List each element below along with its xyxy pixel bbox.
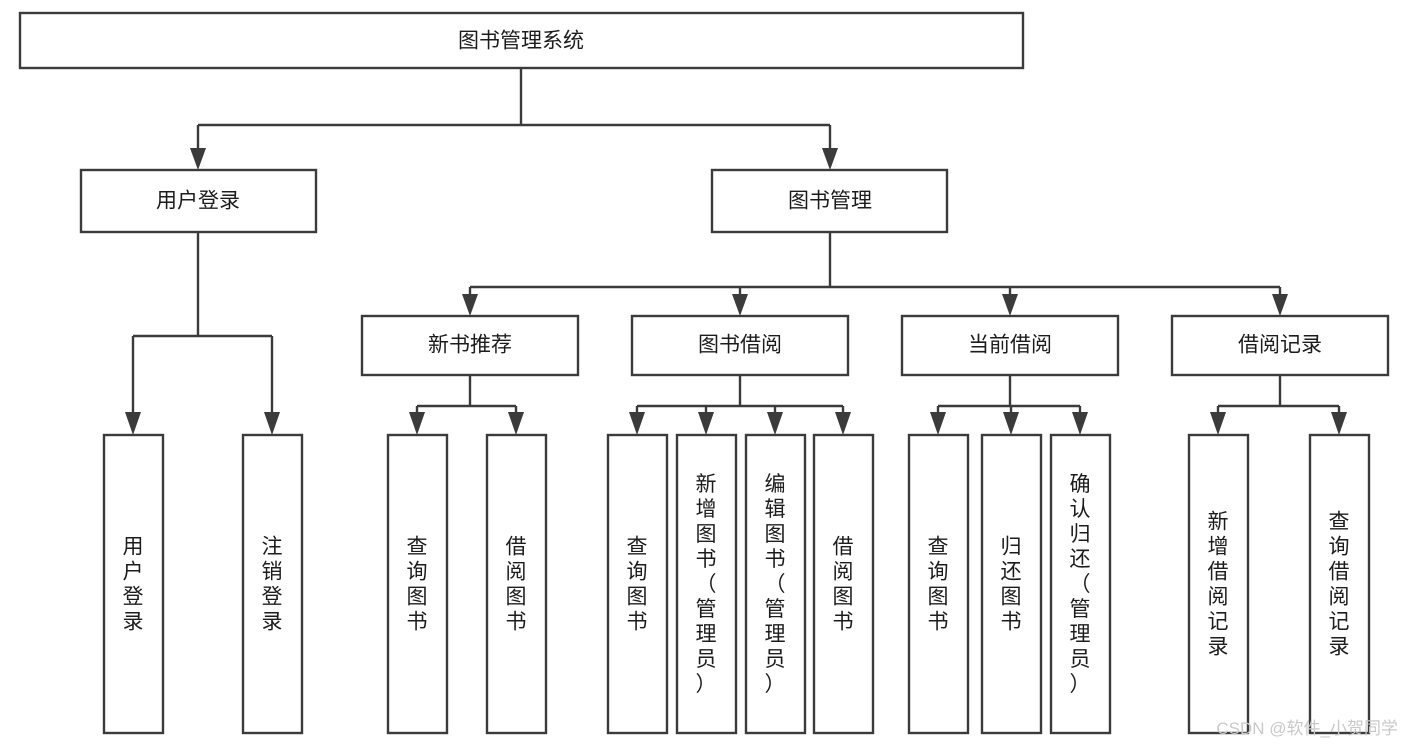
node-new-book-recommend[interactable]: 新书推荐 bbox=[360, 314, 580, 377]
leaf-label: 查询借阅记录 bbox=[1329, 511, 1350, 659]
user-login-node-label: 用户登录 bbox=[156, 190, 240, 213]
leaf-node-query-book-borrow[interactable]: 查询图书 bbox=[606, 433, 669, 735]
new-book-recommend-node-box[interactable] bbox=[360, 314, 580, 377]
leaf-node-add-borrow-record[interactable]: 新增借阅记录 bbox=[1187, 433, 1250, 735]
current-borrow-node-box[interactable] bbox=[900, 314, 1120, 377]
leaf-node-query-book-recommend[interactable]: 查询图书 bbox=[386, 433, 449, 735]
leaf-label: 编辑图书（管理员） bbox=[765, 473, 786, 696]
leaf-box[interactable] bbox=[907, 433, 970, 735]
leaf-node-return-book[interactable]: 归还图书 bbox=[980, 433, 1043, 735]
borrow-record-node-box[interactable] bbox=[1170, 314, 1390, 377]
new-book-recommend-node-label: 新书推荐 bbox=[428, 334, 512, 357]
node-borrow-record[interactable]: 借阅记录 bbox=[1170, 314, 1390, 377]
node-user-login[interactable]: 用户登录 bbox=[79, 168, 318, 234]
connector-record-to-leaves bbox=[1210, 375, 1347, 435]
root-node-box[interactable] bbox=[18, 11, 1025, 70]
connector-root-to-level2 bbox=[190, 68, 838, 170]
node-book-borrow[interactable]: 图书借阅 bbox=[630, 314, 850, 377]
leaf-box[interactable] bbox=[1187, 433, 1250, 735]
root-node-label: 图书管理系统 bbox=[458, 30, 584, 53]
connector-borrow-to-leaves bbox=[629, 375, 851, 435]
leaf-label: 借阅图书 bbox=[506, 536, 527, 634]
leaf-node-edit-book-admin[interactable]: 编辑图书（管理员） bbox=[744, 433, 807, 735]
connector-userlogin-to-leaves bbox=[125, 232, 280, 435]
leaf-box[interactable] bbox=[1308, 433, 1371, 735]
leaf-label: 用户登录 bbox=[123, 536, 144, 634]
leaf-node-query-book-current[interactable]: 查询图书 bbox=[907, 433, 970, 735]
csdn-watermark: CSDN @软件_小贺同学 bbox=[1216, 719, 1398, 738]
leaf-label: 注销登录 bbox=[262, 536, 283, 634]
leaf-label: 新增借阅记录 bbox=[1208, 511, 1229, 659]
leaf-box[interactable] bbox=[675, 433, 738, 735]
leaf-node-add-book-admin[interactable]: 新增图书（管理员） bbox=[675, 433, 738, 735]
leaf-node-borrow-book-recommend[interactable]: 借阅图书 bbox=[485, 433, 548, 735]
leaf-box[interactable] bbox=[102, 433, 165, 735]
leaf-box[interactable] bbox=[241, 433, 304, 735]
leaf-box[interactable] bbox=[980, 433, 1043, 735]
leaf-node-user-login[interactable]: 用户登录 bbox=[102, 433, 165, 735]
leaf-box[interactable] bbox=[606, 433, 669, 735]
leaf-node-query-borrow-record[interactable]: 查询借阅记录 bbox=[1308, 433, 1371, 735]
connector-current-to-leaves bbox=[930, 375, 1088, 435]
node-root-book-management-system[interactable]: 图书管理系统 bbox=[18, 11, 1025, 70]
leaf-node-borrow-book[interactable]: 借阅图书 bbox=[812, 433, 875, 735]
node-book-management[interactable]: 图书管理 bbox=[710, 168, 949, 234]
book-management-node-label: 图书管理 bbox=[788, 190, 872, 213]
leaf-label: 查询图书 bbox=[627, 536, 648, 634]
leaf-label: 查询图书 bbox=[928, 536, 949, 634]
user-login-node-box[interactable] bbox=[79, 168, 318, 234]
leaf-label: 归还图书 bbox=[1001, 536, 1022, 634]
leaf-label: 新增图书（管理员） bbox=[696, 473, 717, 696]
leaf-box[interactable] bbox=[485, 433, 548, 735]
leaf-box[interactable] bbox=[812, 433, 875, 735]
book-management-node-box[interactable] bbox=[710, 168, 949, 234]
connector-newbook-to-leaves bbox=[409, 375, 524, 435]
borrow-record-node-label: 借阅记录 bbox=[1238, 334, 1322, 357]
leaf-box[interactable] bbox=[386, 433, 449, 735]
leaf-box[interactable] bbox=[744, 433, 807, 735]
leaf-node-logout[interactable]: 注销登录 bbox=[241, 433, 304, 735]
book-borrow-node-box[interactable] bbox=[630, 314, 850, 377]
node-current-borrow[interactable]: 当前借阅 bbox=[900, 314, 1120, 377]
connector-bookmgmt-to-level3 bbox=[462, 232, 1288, 316]
leaf-box[interactable] bbox=[1049, 433, 1112, 735]
leaf-label: 查询图书 bbox=[407, 536, 428, 634]
book-borrow-node-label: 图书借阅 bbox=[698, 334, 782, 357]
leaf-node-confirm-return-admin[interactable]: 确认归还（管理员） bbox=[1049, 433, 1112, 735]
leaf-label: 借阅图书 bbox=[833, 536, 854, 634]
leaf-label: 确认归还（管理员） bbox=[1070, 473, 1091, 696]
current-borrow-node-label: 当前借阅 bbox=[968, 334, 1052, 357]
